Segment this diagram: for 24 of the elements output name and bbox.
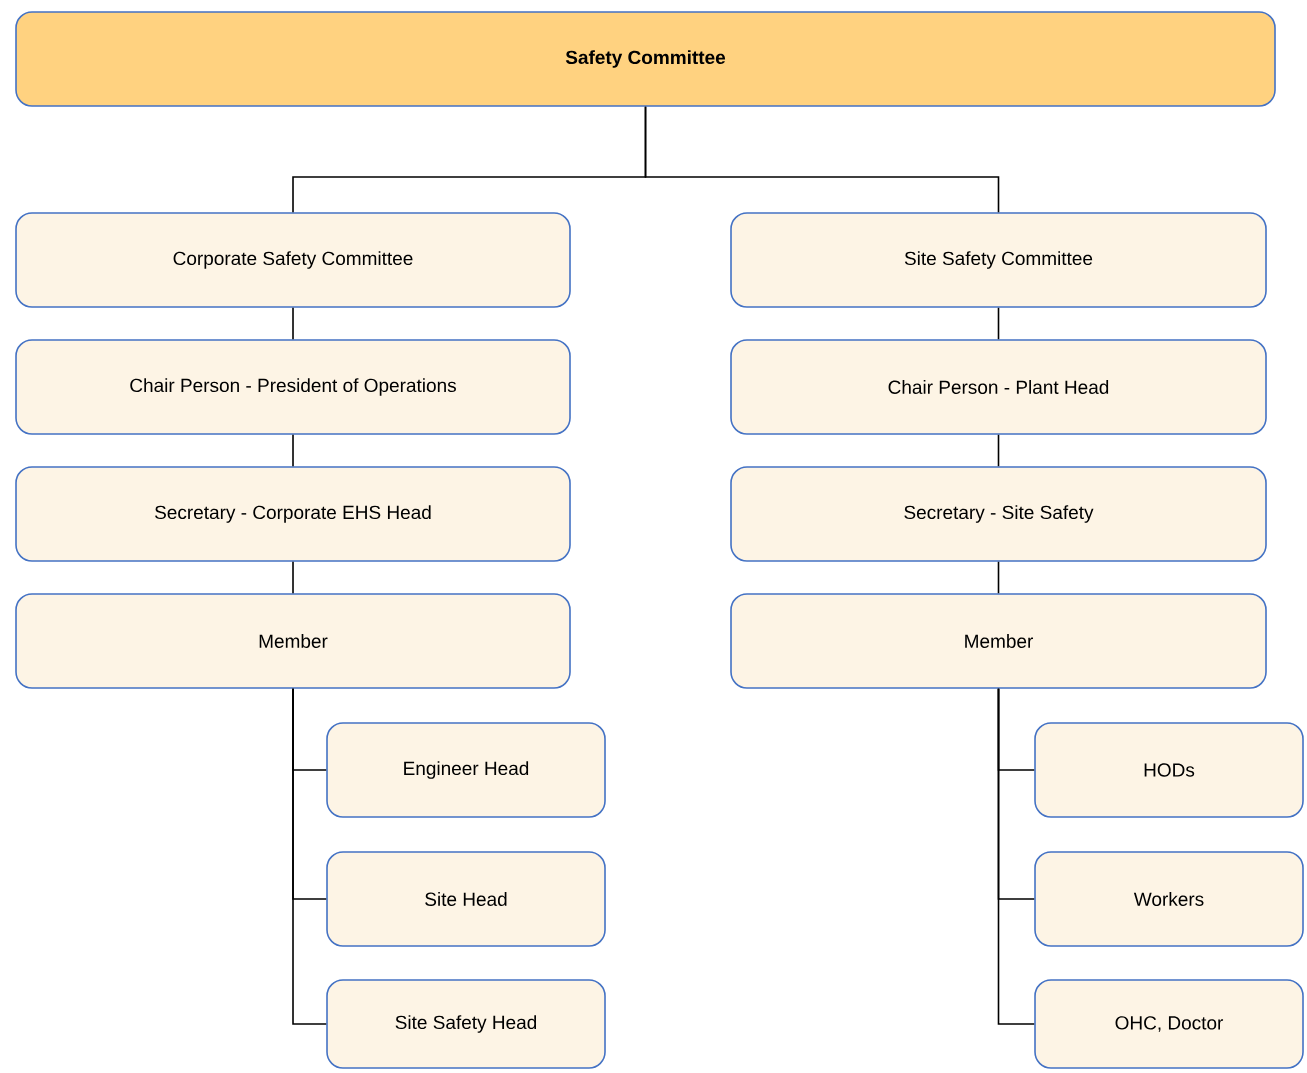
connector-line xyxy=(292,561,294,594)
role-box: Chair Person - Plant Head xyxy=(730,339,1267,435)
role-box: Chair Person - President of Operations xyxy=(15,339,571,435)
connector-line xyxy=(997,307,1000,340)
connector-line xyxy=(292,688,327,1025)
role-box: Site Safety Head xyxy=(326,979,606,1069)
role-box: Secretary - Site Safety xyxy=(730,466,1267,562)
role-box: Engineer Head xyxy=(326,722,606,818)
title-box: Safety Committee xyxy=(15,11,1276,107)
connector-line xyxy=(997,434,1000,467)
connector-line xyxy=(997,561,1000,594)
connector-line xyxy=(644,106,1000,213)
connector-line xyxy=(997,688,1035,1025)
role-box: Member xyxy=(730,593,1267,689)
connector-line xyxy=(292,434,294,467)
role-box: Member xyxy=(15,593,571,689)
role-box: HODs xyxy=(1034,722,1304,818)
role-box: Workers xyxy=(1034,851,1304,947)
role-box: Site Head xyxy=(326,851,606,947)
role-box: OHC, Doctor xyxy=(1034,979,1304,1069)
role-box: Site Safety Committee xyxy=(730,212,1267,308)
connector-line xyxy=(292,307,294,340)
role-box: Corporate Safety Committee xyxy=(15,212,571,308)
role-box: Secretary - Corporate EHS Head xyxy=(15,466,571,562)
